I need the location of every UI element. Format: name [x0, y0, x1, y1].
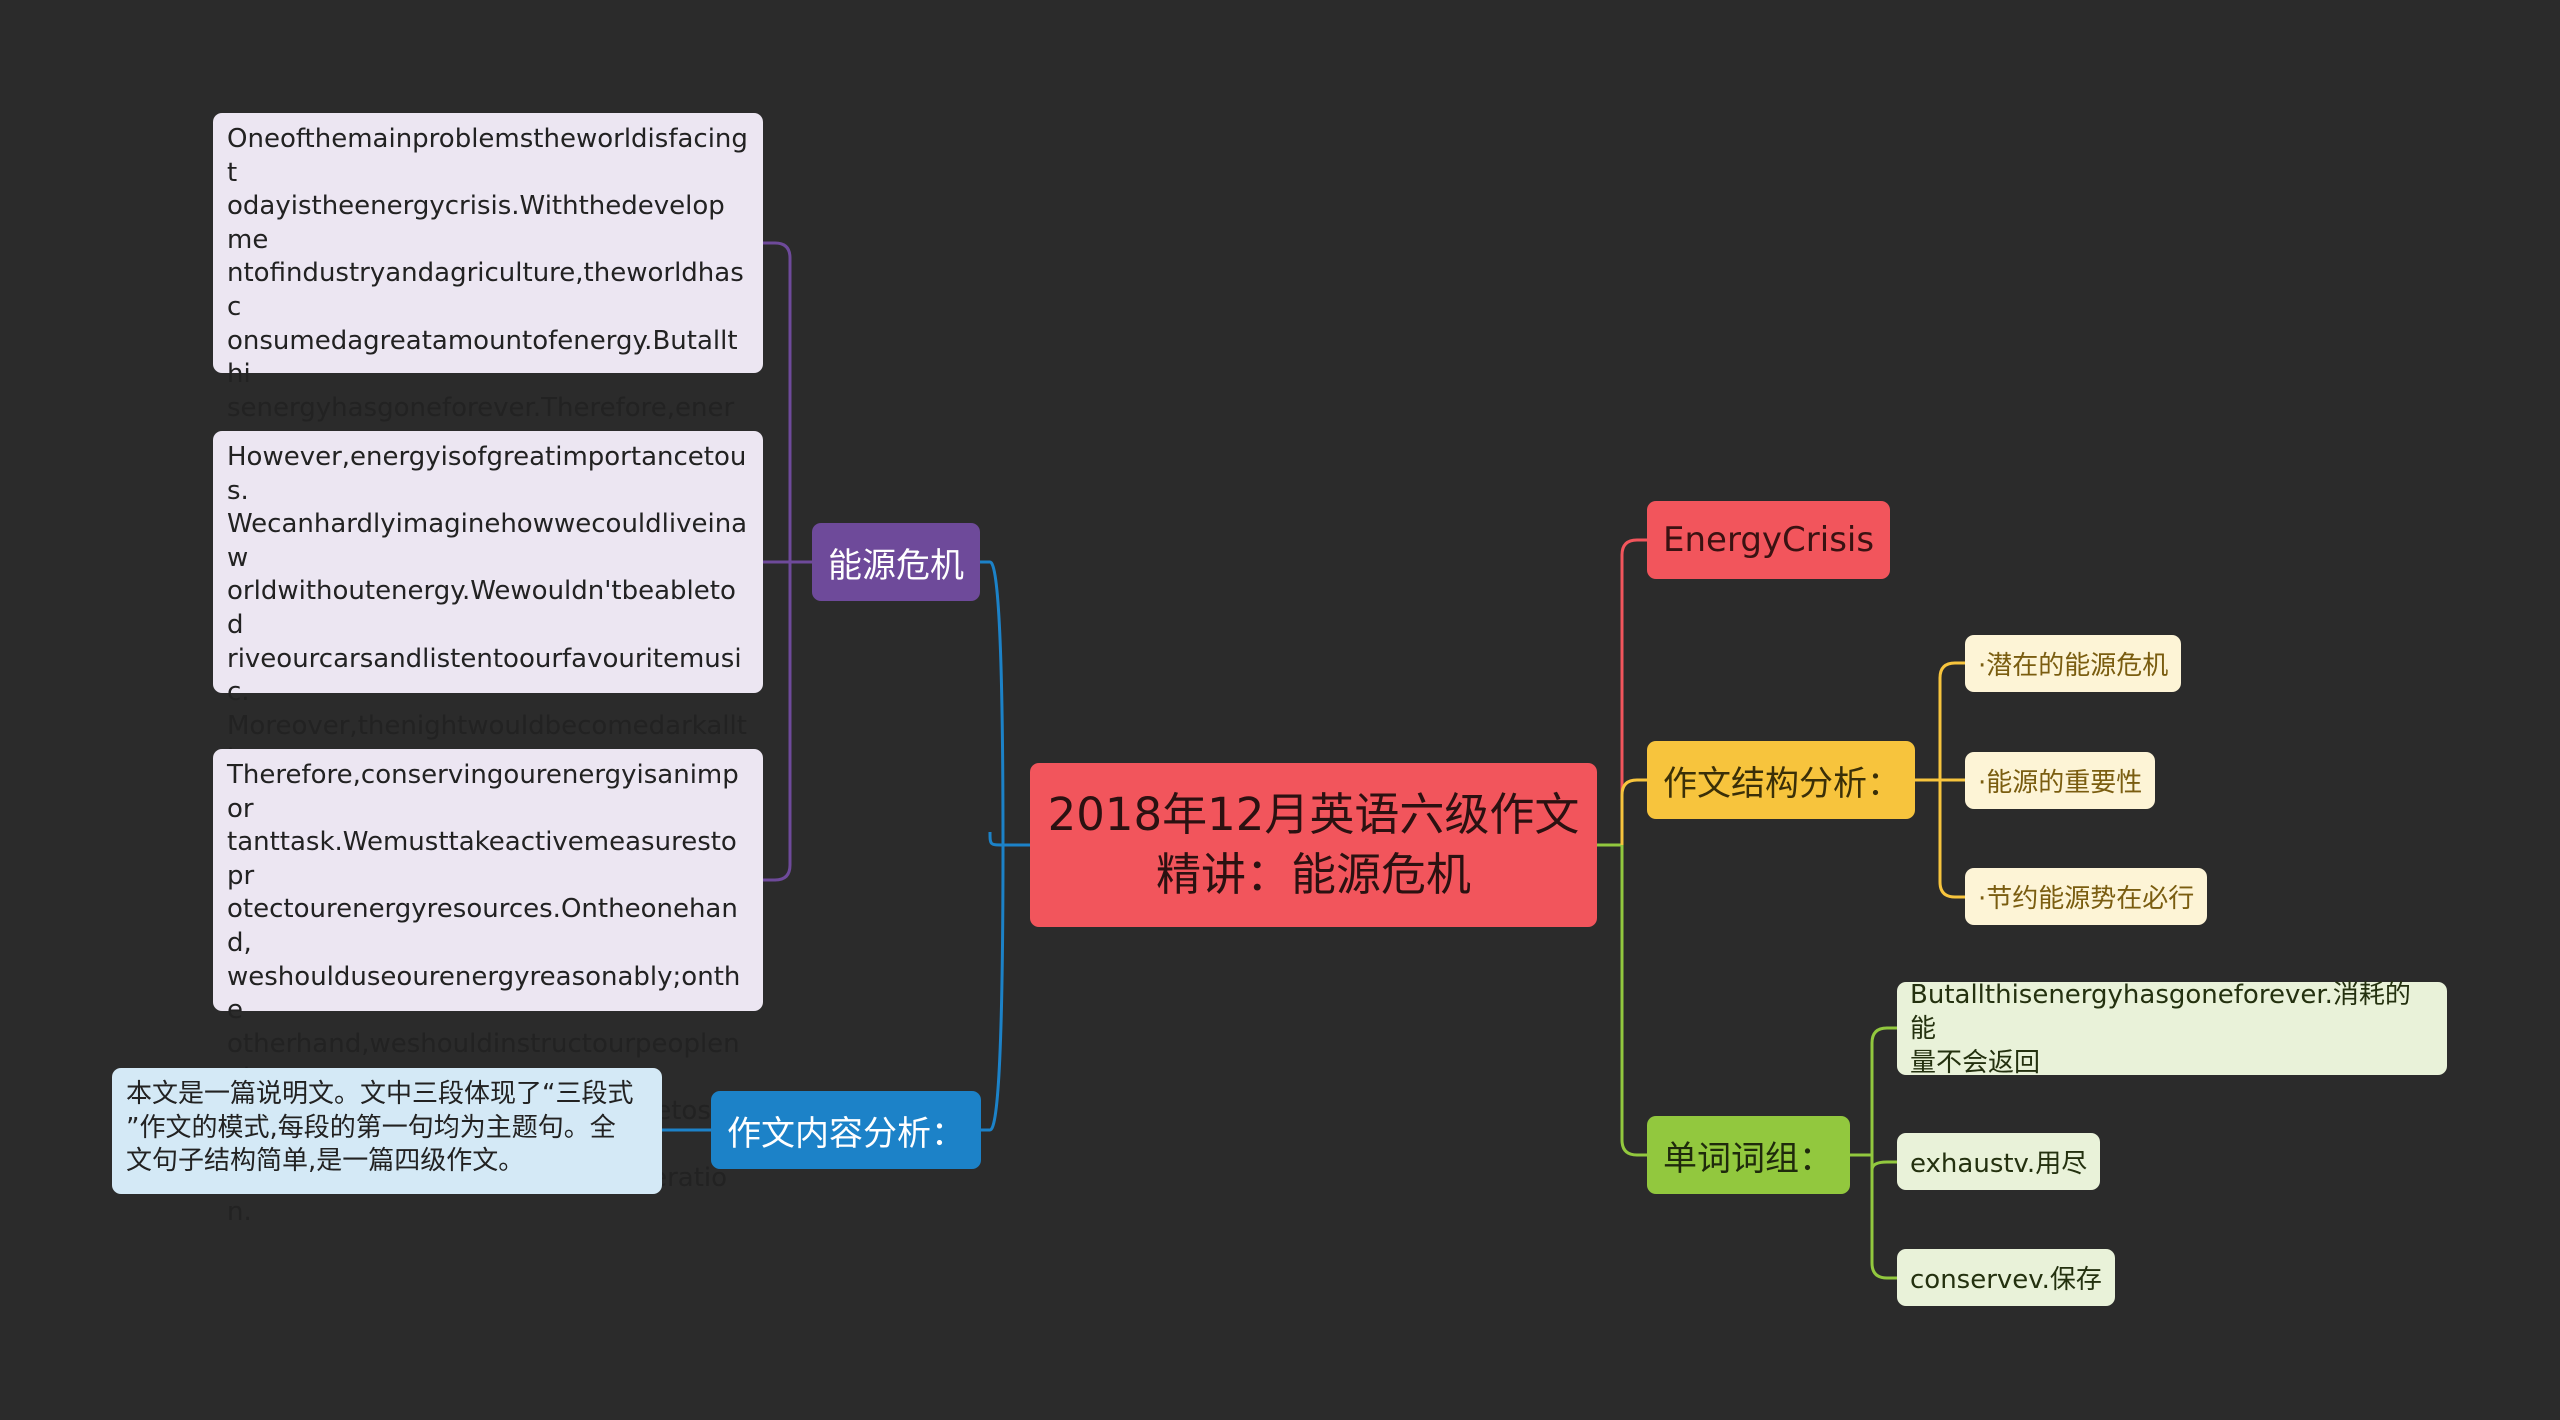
link-content-analysis [980, 844, 1005, 1132]
branch-energy-crisis[interactable]: 能源危机 [812, 523, 980, 601]
vocab-item-3-text: conservev.保存 [1910, 1265, 2102, 1295]
structure-item-2-text: ·能源的重要性 [1978, 768, 2143, 798]
content-analysis-paragraph[interactable]: 本文是一篇说明文。文中三段体现了“三段式 ”作文的模式,每段的第一句均为主题句。… [112, 1068, 662, 1194]
vocab-item-2[interactable]: exhaustv.用尽 [1897, 1133, 2101, 1190]
paragraph-1[interactable]: Oneofthemainproblemstheworldisfacingt od… [213, 113, 763, 591]
structure-item-3-text: ·节约能源势在必行 [1978, 884, 2195, 914]
link-energy-crisis [980, 560, 1005, 846]
paragraph-3[interactable]: Therefore,conservingourenergyisanimpor t… [213, 749, 763, 1227]
branch-vocab[interactable]: 单词词组： [1647, 1116, 1850, 1194]
structure-item-1[interactable]: ·潜在的能源危机 [1965, 635, 2182, 692]
link-vocab-leaves [1850, 1026, 1897, 1280]
link-para-trunk [763, 241, 812, 882]
structure-item-3[interactable]: ·节约能源势在必行 [1965, 868, 2208, 925]
structure-item-2[interactable]: ·能源的重要性 [1965, 752, 2156, 809]
structure-item-1-text: ·潜在的能源危机 [1978, 651, 2169, 681]
link-structure-leaves [1915, 661, 1965, 899]
content-analysis-text: 本文是一篇说明文。文中三段体现了“三段式 ”作文的模式,每段的第一句均为主题句。… [126, 1079, 634, 1177]
branch-energy-crisis-label: 能源危机 [828, 545, 964, 586]
branch-structure[interactable]: 作文结构分析： [1647, 741, 1915, 819]
link-energycrisis [1620, 538, 1647, 845]
link-structure [1620, 778, 1647, 845]
vocab-item-1-text: Butallthisenergyhasgoneforever.消耗的能 量不会返… [1910, 979, 2411, 1078]
root-topic[interactable]: 2018年12月英语六级作文精讲：能源危机 [1030, 763, 1597, 927]
vocab-item-2-text: exhaustv.用尽 [1910, 1149, 2088, 1179]
vocab-item-1[interactable]: Butallthisenergyhasgoneforever.消耗的能 量不会返… [1897, 980, 2447, 1078]
branch-structure-label: 作文结构分析： [1663, 763, 1901, 804]
paragraph-2[interactable]: However,energyisofgreatimportancetous. W… [213, 431, 763, 909]
branch-vocab-label: 单词词组： [1663, 1138, 1833, 1179]
vocab-item-3[interactable]: conservev.保存 [1897, 1249, 2115, 1306]
branch-energycrisis-label: EnergyCrisis [1663, 520, 1875, 560]
branch-content-analysis-label: 作文内容分析： [727, 1113, 965, 1154]
link-vocab [1620, 845, 1647, 1157]
root-title: 2018年12月英语六级作文精讲：能源危机 [1047, 788, 1580, 901]
branch-content-analysis[interactable]: 作文内容分析： [711, 1091, 981, 1169]
branch-energycrisis-title[interactable]: EnergyCrisis [1647, 501, 1891, 579]
link-root-left [988, 831, 1030, 847]
